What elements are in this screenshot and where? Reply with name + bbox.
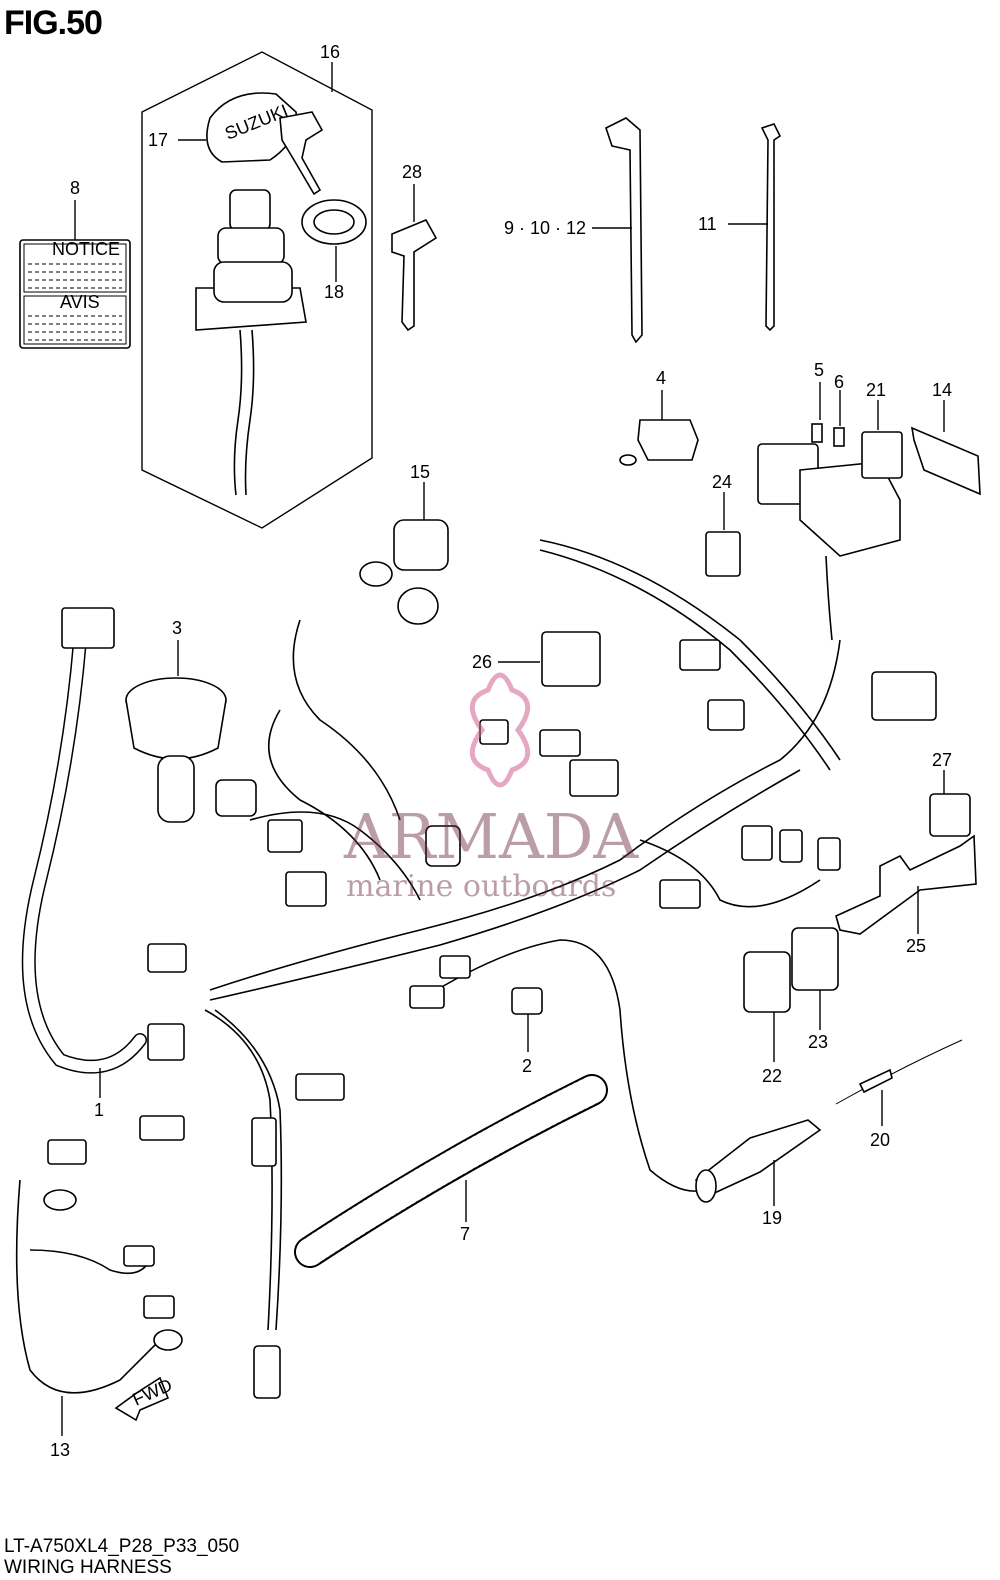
callout-22: 22 bbox=[762, 1066, 782, 1086]
connector-27 bbox=[929, 793, 971, 837]
callout-20: 20 bbox=[870, 1130, 890, 1150]
callout-26: 26 bbox=[472, 652, 492, 672]
oxygen-sensor bbox=[694, 1119, 822, 1203]
callout-24: 24 bbox=[712, 472, 732, 492]
corrugated-tube bbox=[294, 1074, 608, 1268]
connector-23 bbox=[791, 927, 839, 991]
model-code: LT-A750XL4_P28_P33_050 bbox=[4, 1536, 240, 1557]
avis-text: AVIS bbox=[60, 292, 100, 312]
callout-7: 7 bbox=[460, 1224, 470, 1244]
callout-6: 6 bbox=[834, 372, 844, 392]
watermark-brand: ARMADA bbox=[343, 800, 639, 873]
callout-17: 17 bbox=[148, 130, 168, 150]
callout-15: 15 bbox=[410, 462, 430, 482]
connector-22 bbox=[743, 951, 791, 1013]
callout-14: 14 bbox=[932, 380, 952, 400]
connector-24 bbox=[705, 531, 741, 577]
callout-4: 4 bbox=[656, 368, 666, 388]
callout-19: 19 bbox=[762, 1208, 782, 1228]
relay bbox=[541, 631, 601, 687]
callout-2: 2 bbox=[522, 1056, 532, 1076]
figure-title: FIG.50 bbox=[4, 4, 103, 42]
callout-28: 28 bbox=[402, 162, 422, 182]
callout-8: 8 bbox=[70, 178, 80, 198]
notice-text: NOTICE bbox=[52, 239, 120, 259]
fuse-box bbox=[757, 423, 981, 641]
callout-21: 21 bbox=[866, 380, 886, 400]
callout-3: 3 bbox=[172, 618, 182, 638]
cable-tie-small bbox=[760, 123, 782, 332]
callout-1: 1 bbox=[94, 1100, 104, 1120]
key bbox=[391, 218, 438, 332]
cable-tie-large bbox=[605, 117, 643, 344]
callout-9-10-12: 9 · 10 · 12 bbox=[504, 218, 586, 238]
callout-25: 25 bbox=[906, 936, 926, 956]
figure-caption: WIRING HARNESS bbox=[4, 1557, 172, 1578]
sub-harness: FWD bbox=[15, 1139, 183, 1422]
watermark: ARMADA marine outboards bbox=[343, 672, 639, 904]
callout-13: 13 bbox=[50, 1440, 70, 1460]
watermark-tagline: marine outboards bbox=[346, 869, 616, 904]
power-socket bbox=[359, 519, 449, 625]
ignition-switch-assembly: SUZUKI bbox=[141, 51, 373, 529]
callout-16: 16 bbox=[320, 42, 340, 62]
main-wiring-harness bbox=[21, 539, 937, 1399]
bracket bbox=[835, 834, 977, 935]
notice-label: NOTICE AVIS bbox=[19, 239, 131, 349]
leader-lines bbox=[61, 62, 945, 1436]
cap bbox=[619, 419, 699, 466]
callout-23: 23 bbox=[808, 1032, 828, 1052]
callout-18: 18 bbox=[324, 282, 344, 302]
rubber-boot bbox=[125, 677, 227, 823]
callout-numbers: 1 2 3 4 5 6 7 8 9 · 10 · 12 11 13 14 15 … bbox=[50, 42, 952, 1460]
callout-27: 27 bbox=[932, 750, 952, 770]
callout-5: 5 bbox=[814, 360, 824, 380]
callout-11: 11 bbox=[698, 214, 717, 234]
small-cap bbox=[511, 987, 543, 1015]
spring bbox=[835, 1039, 963, 1105]
